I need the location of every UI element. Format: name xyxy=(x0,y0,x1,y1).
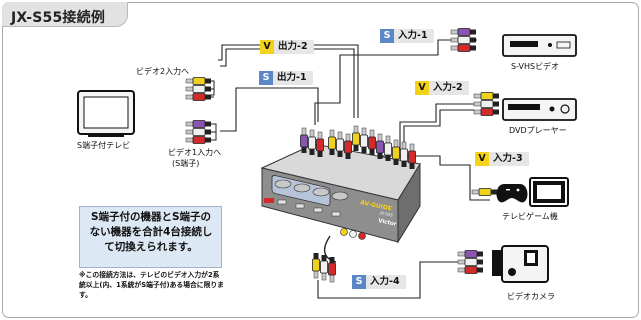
tag-input-1: S 入力-1 xyxy=(380,29,434,43)
note-box: S端子付の機器とS端子のない機器を合計4台接続して切換えられます。 xyxy=(79,206,222,268)
label-video1-input-sub: (S端子) xyxy=(172,159,200,168)
tv-icon xyxy=(77,90,135,137)
tag-input-1-channel: S xyxy=(380,29,394,43)
tag-input-4-channel: S xyxy=(352,275,366,289)
tag-output-1-label: 出力-1 xyxy=(277,72,307,83)
tag-input-2-label: 入力-2 xyxy=(433,82,463,93)
title-tab: JX-S55接続例 xyxy=(2,2,128,27)
game-console-icon xyxy=(471,177,569,207)
tag-input-1-label: 入力-1 xyxy=(398,30,428,41)
tag-input-3-channel: V xyxy=(475,152,489,166)
cable-output-1 xyxy=(220,87,319,132)
device-maker: Victor xyxy=(378,218,398,228)
tag-input-4-label: 入力-4 xyxy=(370,276,400,287)
cable-input-4 xyxy=(317,261,478,299)
tag-output-1: S 出力-1 xyxy=(259,71,313,85)
footnote: ※この接続方法は、テレビのビデオ入力が2系統以上(内、1系統がS端子付)ある場合… xyxy=(79,271,224,299)
tag-output-2: V 出力-2 xyxy=(260,40,314,54)
tag-output-2-channel: V xyxy=(260,40,274,54)
diagram-title: JX-S55接続例 xyxy=(11,10,106,26)
label-camera: ビデオカメラ xyxy=(507,292,555,301)
device-model: JX-S55 xyxy=(379,210,394,218)
label-dvd: DVDプレーヤー xyxy=(509,126,567,135)
cable-output-2 xyxy=(218,44,359,118)
cables xyxy=(218,39,490,299)
tag-input-3: V 入力-3 xyxy=(475,152,529,166)
label-svhs: S-VHSビデオ xyxy=(511,62,560,71)
label-video2-input: ビデオ2入力へ xyxy=(136,67,190,76)
svhs-deck-icon xyxy=(450,28,577,57)
tag-input-4: S 入力-4 xyxy=(352,275,406,289)
box-front-plugs xyxy=(312,252,336,283)
plugs-video1-in xyxy=(185,120,217,144)
tag-input-2-channel: V xyxy=(415,81,429,95)
label-video1-input: ビデオ1入力へ xyxy=(168,148,222,157)
note-text: S端子付の機器とS端子のない機器を合計4台接続して切換えられます。 xyxy=(89,211,213,253)
label-game: テレビゲーム機 xyxy=(502,212,558,221)
tag-input-2: V 入力-2 xyxy=(415,81,469,95)
tag-input-3-label: 入力-3 xyxy=(493,153,523,164)
cable-input-1 xyxy=(314,39,477,125)
tag-output-1-channel: S xyxy=(259,71,273,85)
plugs-video2-in xyxy=(185,77,215,101)
label-tv: S端子付テレビ xyxy=(77,141,131,150)
dvd-player-icon xyxy=(473,92,577,121)
camcorder-icon xyxy=(457,245,549,283)
tag-output-2-label: 出力-2 xyxy=(278,41,308,52)
cable-input-2 xyxy=(403,109,474,150)
